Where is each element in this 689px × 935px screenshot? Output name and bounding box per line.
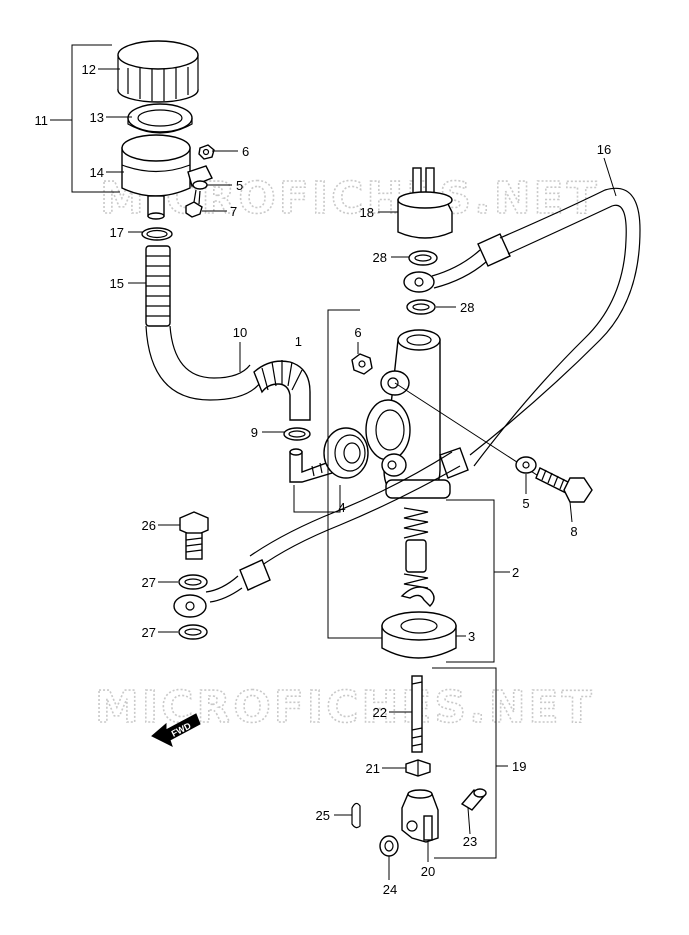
- callout-8: 8: [570, 524, 577, 539]
- callout-15: 15: [110, 276, 124, 291]
- callout-26: 26: [142, 518, 156, 533]
- callout-28-upper: 28: [373, 250, 387, 265]
- washer-part-5-top: [192, 180, 208, 190]
- callout-17: 17: [110, 225, 124, 240]
- switch-part-18: [397, 167, 453, 239]
- callout-11: 11: [35, 113, 49, 128]
- callout-22: 22: [373, 705, 387, 720]
- callout-10: 10: [233, 325, 247, 340]
- callout-18: 18: [360, 205, 374, 220]
- callout-5-top: 5: [236, 178, 243, 193]
- callout-23: 23: [463, 834, 477, 849]
- watermark-bottom: MICROFICHES.NET: [95, 682, 595, 733]
- callout-5-mid: 5: [522, 496, 529, 511]
- washer-part-27-lower: [178, 624, 208, 640]
- washer-part-5-mid: [515, 456, 537, 474]
- callout-3: 3: [468, 629, 475, 644]
- callout-27-upper: 27: [142, 575, 156, 590]
- seal-cap: [323, 427, 369, 479]
- nut-part-21: [405, 759, 431, 777]
- diaphragm-part-13: [127, 103, 193, 134]
- callout-13: 13: [90, 110, 104, 125]
- callout-16: 16: [597, 142, 611, 157]
- brake-hose-part-16: [173, 187, 641, 618]
- bolt-part-8: [535, 467, 593, 503]
- clamp-part-9: [283, 427, 311, 441]
- washer-part-28-lower: [406, 299, 436, 315]
- callout-20: 20: [421, 864, 435, 879]
- banjo-bolt-part-26: [179, 511, 209, 560]
- bracket-11: [71, 44, 120, 193]
- washer-part-27-upper: [178, 574, 208, 590]
- callout-6-top: 6: [242, 144, 249, 159]
- callout-6-mid: 6: [354, 325, 361, 340]
- callout-28-lower: 28: [460, 300, 474, 315]
- bracket-19: [432, 667, 497, 859]
- callout-24: 24: [383, 882, 397, 897]
- callout-14: 14: [90, 165, 104, 180]
- washer-part-28-upper: [408, 250, 438, 266]
- callout-27-lower: 27: [142, 625, 156, 640]
- callout-7: 7: [230, 204, 237, 219]
- callout-2: 2: [512, 565, 519, 580]
- pin-part-23: [460, 788, 487, 811]
- callout-12: 12: [82, 62, 96, 77]
- callout-19: 19: [512, 759, 526, 774]
- master-cylinder-part-1: [327, 309, 469, 639]
- clevis-part-20: [401, 789, 439, 843]
- reservoir-body-part-14: [121, 134, 213, 220]
- push-rod-part-22: [411, 675, 423, 753]
- callout-4: 4: [338, 500, 345, 515]
- boot-part-3: [381, 611, 457, 659]
- callout-1: 1: [295, 334, 302, 349]
- hose-part-10: [145, 325, 311, 421]
- washer-part-24: [379, 835, 399, 857]
- callout-labels: 1 2 3 4 5 5 6 6 7 8 9 10 11 12 13 14 15 …: [35, 62, 612, 897]
- nut-part-6-top: [198, 144, 215, 160]
- callout-9: 9: [251, 425, 258, 440]
- callout-21: 21: [366, 761, 380, 776]
- callout-25: 25: [316, 808, 330, 823]
- reservoir-cap-part-12: [117, 40, 199, 103]
- nut-part-6-mid: [351, 353, 373, 375]
- reservoir-hose-part-15: [145, 245, 171, 327]
- clamp-part-17: [141, 227, 173, 241]
- bolt-part-7: [185, 189, 203, 218]
- cotter-pin-part-25: [351, 802, 361, 829]
- reservoir-group: [71, 40, 215, 220]
- piston-assembly-part-2: [400, 499, 495, 663]
- leader-lines: [50, 68, 617, 880]
